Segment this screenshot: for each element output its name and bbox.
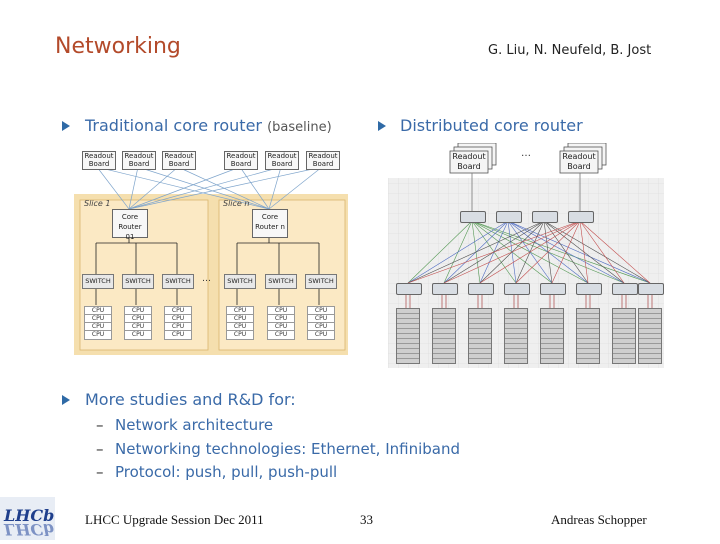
switch: SWITCH — [122, 274, 154, 289]
server-rack — [432, 308, 456, 364]
edge-switch — [396, 283, 422, 295]
server-rack — [396, 308, 420, 364]
footer-page-number: 33 — [360, 512, 373, 527]
core-switch — [460, 211, 486, 223]
distributed-router-diagram: Readout Board … Readout Board — [388, 143, 664, 368]
readout-board: Readout Board — [306, 151, 340, 170]
svg-text:LHCb: LHCb — [3, 520, 54, 539]
bullet-traditional-note: (baseline) — [267, 120, 332, 135]
ellipsis: … — [202, 274, 211, 284]
readout-board: Readout Board — [562, 152, 596, 171]
readout-board: Readout Board — [452, 152, 486, 171]
bullet-arrow-icon — [62, 121, 70, 131]
core-switch — [568, 211, 594, 223]
core-router-n: Core Router n — [252, 209, 288, 238]
slice-n-label: Slice n — [223, 199, 250, 208]
cpu-node: CPU — [84, 330, 112, 340]
footer-presenter: Andreas Schopper — [551, 512, 647, 527]
footer-event: LHCC Upgrade Session Dec 2011 — [85, 512, 264, 527]
subitem-networking-technologies: Networking technologies: Ethernet, Infin… — [115, 440, 460, 458]
bullet-distributed: Distributed core router — [400, 116, 583, 135]
authors: G. Liu, N. Neufeld, B. Jost — [488, 43, 652, 58]
dash-marker: – — [96, 416, 104, 434]
readout-board: Readout Board — [82, 151, 116, 170]
edge-switch — [576, 283, 602, 295]
bullet-arrow-icon — [62, 395, 70, 405]
edge-switch — [468, 283, 494, 295]
ellipsis: … — [521, 148, 531, 159]
subitem-network-architecture: Network architecture — [115, 416, 274, 434]
readout-board: Readout Board — [224, 151, 258, 170]
switch: SWITCH — [162, 274, 194, 289]
edge-switch — [504, 283, 530, 295]
readout-board: Readout Board — [122, 151, 156, 170]
bullet-more-studies: More studies and R&D for: — [85, 390, 296, 409]
cpu-node: CPU — [124, 330, 152, 340]
edge-switch — [612, 283, 638, 295]
switch: SWITCH — [265, 274, 297, 289]
cpu-node: CPU — [267, 330, 295, 340]
switch: SWITCH — [224, 274, 256, 289]
cpu-node: CPU — [226, 330, 254, 340]
server-rack — [638, 308, 662, 364]
cpu-node: CPU — [164, 330, 192, 340]
core-switch — [496, 211, 522, 223]
subitem-protocol: Protocol: push, pull, push-pull — [115, 463, 338, 481]
server-rack — [612, 308, 636, 364]
slice-1-label: Slice 1 — [84, 199, 111, 208]
bullet-traditional: Traditional core router (baseline) — [85, 116, 332, 135]
bullet-traditional-label: Traditional core router — [85, 116, 262, 135]
server-rack — [576, 308, 600, 364]
switch: SWITCH — [305, 274, 337, 289]
edge-switch — [638, 283, 664, 295]
core-router-01: Core Router 01 — [112, 209, 148, 241]
cpu-node: CPU — [307, 330, 335, 340]
lhcb-logo: LHCb LHCb — [0, 497, 55, 540]
readout-board: Readout Board — [265, 151, 299, 170]
core-switch — [532, 211, 558, 223]
svg-text:LHCb: LHCb — [3, 506, 54, 525]
server-rack — [468, 308, 492, 364]
readout-board: Readout Board — [162, 151, 196, 170]
server-rack — [540, 308, 564, 364]
dash-marker: – — [96, 463, 104, 481]
edge-switch — [540, 283, 566, 295]
switch: SWITCH — [82, 274, 114, 289]
slide-title: Networking — [55, 34, 181, 59]
traditional-router-diagram: Readout Board Readout Board Readout Boar… — [74, 147, 348, 355]
bullet-arrow-icon — [378, 121, 386, 131]
dash-marker: – — [96, 440, 104, 458]
server-rack — [504, 308, 528, 364]
lhcb-logo-mark: LHCb LHCb — [3, 506, 54, 539]
edge-switch — [432, 283, 458, 295]
